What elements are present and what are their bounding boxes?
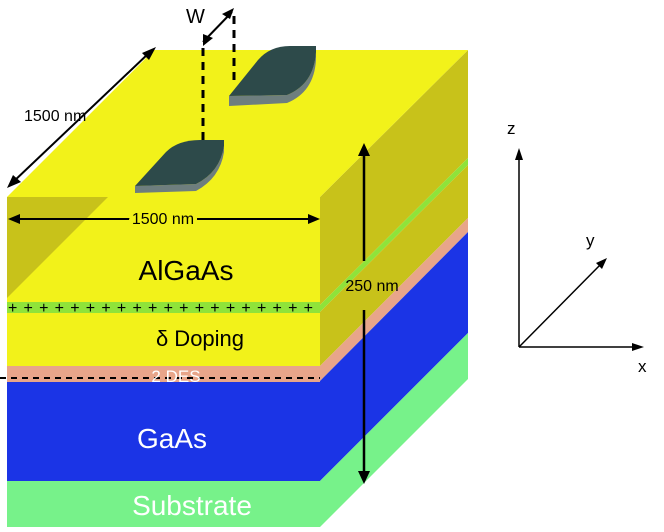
axis-label-x: x [638, 357, 647, 376]
front-substrate-layer [7, 481, 320, 527]
right-side-face [320, 50, 468, 527]
axis-label-y: y [586, 231, 595, 250]
doping-plus-row: + + + + + + + + + + + + + + + + + + + + [8, 300, 313, 317]
label-width-1500nm: 1500 nm [132, 211, 194, 228]
front-face [7, 197, 320, 527]
gate-back-body [229, 46, 316, 96]
front-algaas-lower [7, 313, 320, 366]
front-delta-layer [7, 302, 320, 313]
front-shadow-wedge [7, 197, 108, 298]
depth-dimension-arrow [7, 47, 156, 188]
gate-width-marker [201, 8, 236, 140]
side-substrate [320, 333, 468, 527]
front-gaas-layer [7, 382, 320, 481]
label-250nm: 250 nm [345, 278, 398, 295]
side-delta-line [320, 158, 468, 312]
gate-back [229, 46, 316, 106]
label-algaas: AlGaAs [139, 255, 234, 286]
coordinate-axes [515, 148, 644, 351]
label-depth-1500nm: 1500 nm [24, 108, 86, 125]
gate-front [135, 140, 224, 193]
label-substrate: Substrate [132, 490, 252, 521]
side-algaas-upper [320, 50, 468, 305]
side-des [320, 218, 468, 381]
axis-label-z: z [507, 119, 516, 138]
gate-front-edge [135, 146, 224, 193]
top-face [7, 50, 468, 197]
label-gaas: GaAs [137, 423, 207, 454]
label-2des: 2 DES [151, 367, 200, 386]
thickness-arrow [358, 143, 370, 484]
label-w: W [186, 6, 205, 28]
gate-back-edge [229, 52, 316, 106]
side-gaas [320, 232, 468, 481]
width-dimension-arrow [8, 214, 320, 224]
label-delta-doping: δ Doping [156, 326, 244, 351]
gate-front-body [135, 140, 224, 186]
front-des-layer [7, 366, 320, 382]
side-algaas-lower [320, 165, 468, 366]
